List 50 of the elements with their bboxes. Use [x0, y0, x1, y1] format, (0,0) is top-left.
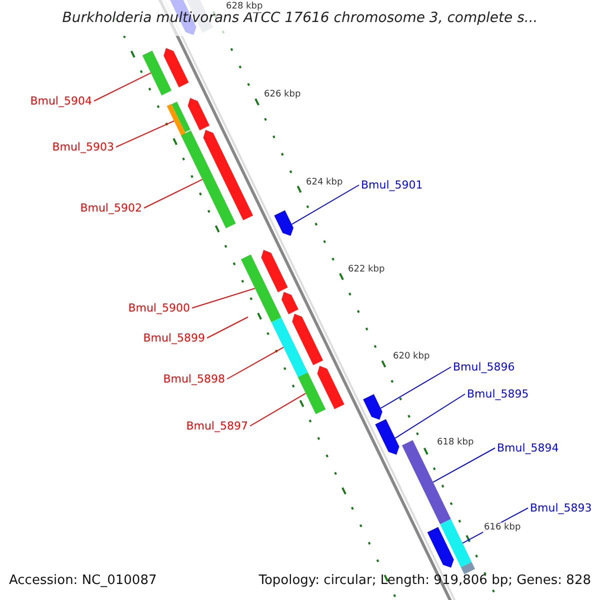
leader-line: [291, 184, 360, 225]
gene-label: Bmul_5894: [497, 442, 559, 454]
gene-bar: [240, 254, 282, 322]
gene-label: Bmul_5893: [530, 502, 592, 514]
gene-bar: [261, 250, 288, 292]
gene-bar: [298, 372, 326, 414]
gene-label: Bmul_5902: [80, 202, 142, 214]
leader-line: [380, 366, 452, 409]
scale-label: 622 kbp: [347, 264, 386, 276]
scale-label: 628 kbp: [225, 2, 264, 12]
gene-bar: [317, 366, 344, 410]
gene-bar: [164, 48, 189, 88]
gene-bar: [460, 562, 476, 574]
gene-label: Bmul_5904: [30, 94, 92, 108]
scale-label: 624 kbp: [305, 178, 344, 188]
leader-line: [394, 394, 466, 439]
gene-bar: [292, 314, 324, 366]
accession-text: Accession: NC_010087: [9, 573, 157, 589]
leader-line: [206, 316, 248, 338]
gene-label: Bmul_5898: [163, 372, 225, 386]
leader-line: [144, 178, 203, 208]
leader-line: [192, 288, 256, 308]
gene-bar: [142, 50, 172, 96]
gene-label: Bmul_5900: [128, 302, 190, 314]
gene-bar: [172, 102, 190, 132]
gene-bar: [181, 130, 236, 228]
gene-label: Bmul_5899: [143, 332, 205, 344]
summary-text: Topology: circular; Length: 919,806 bp; Genes: 828: [258, 573, 591, 589]
leader-line: [250, 392, 306, 426]
leader-line: [432, 448, 496, 483]
gene-label: Bmul_5901: [361, 178, 423, 192]
scale-label: 626 kbp: [263, 90, 302, 100]
leader-line: [226, 346, 284, 380]
leader-line: [116, 120, 175, 148]
gene-label: Bmul_5896: [453, 360, 515, 374]
gene-bar: [440, 519, 472, 568]
gene-label: Bmul_5895: [467, 388, 529, 400]
gene-label: Bmul_5903: [52, 140, 114, 154]
gene-bar: [271, 317, 308, 378]
gene-bar: [274, 210, 294, 236]
leader-line: [94, 72, 152, 102]
gene-bar: [427, 527, 454, 568]
gene-bar: [375, 419, 400, 455]
gene-bar: [363, 394, 382, 420]
scale-label: 618 kbp: [436, 438, 475, 448]
scale-label: 616 kbp: [483, 522, 522, 534]
scale-label: 620 kbp: [392, 352, 431, 362]
gene-label: Bmul_5897: [186, 420, 248, 432]
gene-bar: [188, 98, 210, 130]
gene-bar: [203, 130, 254, 220]
